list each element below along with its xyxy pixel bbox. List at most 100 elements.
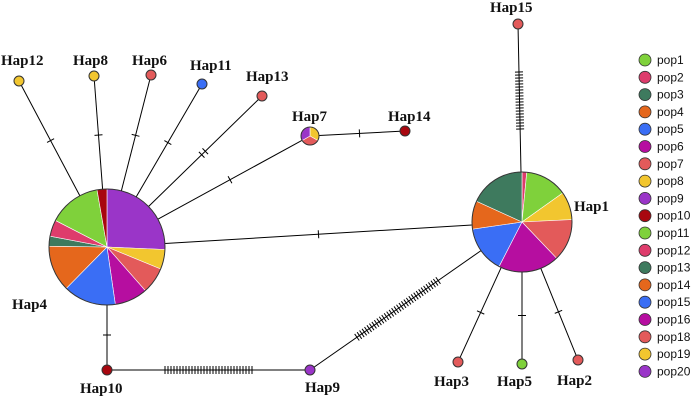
pie-slice-pop9 — [106, 188, 166, 250]
node-border — [48, 188, 166, 306]
mutation-tick — [554, 309, 563, 314]
mutation-tick — [418, 288, 424, 297]
mutation-tick — [131, 133, 140, 137]
hap4-label: Hap4 — [12, 297, 48, 313]
legend-label: pop12 — [657, 243, 691, 257]
mutation-tick — [198, 151, 205, 158]
legend-swatch — [638, 70, 652, 84]
legend-label: pop16 — [657, 313, 691, 327]
mutation-tick — [202, 148, 209, 155]
legend-item-pop8: pop8 — [638, 174, 684, 188]
edge-hap9-hap1 — [313, 250, 482, 368]
mutation-tick — [376, 318, 382, 326]
mutation-tick — [432, 278, 439, 286]
node-border — [471, 171, 573, 273]
node-hap7 — [300, 126, 320, 146]
mutation-tick — [361, 328, 368, 336]
node-hap10 — [101, 364, 113, 376]
mutation-tick — [366, 325, 372, 333]
legend-label: pop5 — [657, 122, 684, 136]
mutation-tick — [388, 309, 395, 317]
hap9-label: Hap9 — [305, 380, 340, 396]
pie-slice-pop7 — [572, 354, 584, 366]
mutation-tick — [403, 299, 409, 307]
legend-label: pop10 — [657, 209, 691, 223]
legend-item-pop18: pop18 — [638, 330, 691, 344]
mutation-tick — [373, 319, 380, 328]
legend-label: pop6 — [657, 140, 684, 154]
mutation-tick — [94, 134, 103, 136]
legend-swatch — [638, 122, 652, 136]
mutation-tick — [391, 307, 397, 316]
mutation-tick — [413, 292, 419, 300]
mutation-tick — [405, 297, 412, 305]
pie-slice-pop8 — [88, 70, 100, 82]
legend-item-pop3: pop3 — [638, 88, 684, 102]
pie-slice-pop7 — [256, 90, 268, 102]
legend-label: pop9 — [657, 191, 684, 205]
hap10-label: Hap10 — [80, 381, 123, 397]
hap12-label: Hap12 — [1, 53, 44, 69]
edge-hap4-hap13 — [148, 99, 259, 207]
mutation-tick — [423, 285, 429, 293]
pie-slice-pop9 — [304, 364, 316, 376]
legend-label: pop1 — [657, 53, 684, 67]
mutation-tick — [420, 287, 427, 295]
hap15-label: Hap15 — [490, 0, 533, 16]
legend-swatch — [638, 364, 652, 378]
legend-item-pop15: pop15 — [638, 295, 691, 309]
mutation-tick — [398, 302, 404, 310]
mutation-tick — [369, 323, 375, 331]
legend-swatch — [638, 330, 652, 344]
hap2-label: Hap2 — [557, 373, 592, 389]
legend-swatch — [638, 295, 652, 309]
legend-swatch — [638, 261, 652, 275]
mutation-tick — [364, 326, 370, 334]
edge-hap1-hap15 — [517, 28, 522, 173]
node-hap11 — [196, 78, 208, 90]
legend-item-pop12: pop12 — [638, 243, 691, 257]
pie-slice-pop10 — [101, 364, 113, 376]
legend-label: pop11 — [657, 226, 690, 240]
legend-item-pop9: pop9 — [638, 191, 684, 205]
pie-slice-pop8 — [13, 75, 25, 87]
mutation-tick — [227, 175, 233, 184]
node-hap2 — [572, 354, 584, 366]
mutation-tick — [354, 333, 360, 341]
legend-swatch — [638, 243, 652, 257]
mutation-tick — [46, 138, 55, 143]
node-border — [300, 126, 320, 146]
pie-slice-pop7 — [512, 18, 524, 30]
legend-label: pop8 — [657, 174, 684, 188]
mutation-tick — [356, 331, 363, 340]
pie-slice-pop5 — [196, 78, 208, 90]
hap1-label: Hap1 — [574, 199, 609, 215]
legend-swatch — [638, 313, 652, 326]
mutation-tick — [396, 304, 402, 312]
legend-item-pop7: pop7 — [638, 157, 684, 171]
legend-label: pop20 — [657, 364, 691, 378]
hap6-label: Hap6 — [132, 53, 168, 69]
legend-swatch — [638, 88, 652, 101]
node-hap14 — [399, 125, 411, 137]
node-hap13 — [256, 90, 268, 102]
legend-label: pop18 — [657, 330, 691, 344]
node-hap4 — [48, 188, 166, 306]
mutation-tick — [164, 140, 172, 146]
legend-label: pop19 — [657, 347, 691, 361]
legend-swatch — [638, 157, 652, 171]
legend-item-pop13: pop13 — [638, 261, 691, 275]
legend-swatch — [638, 53, 652, 67]
pie-slice-pop7 — [145, 69, 157, 81]
mutation-tick — [425, 283, 431, 291]
legend-item-pop5: pop5 — [638, 122, 684, 136]
legend-item-pop14: pop14 — [638, 278, 691, 292]
mutation-tick — [359, 330, 365, 338]
hap13-label: Hap13 — [246, 69, 289, 85]
legend-swatch — [638, 347, 652, 361]
legend-item-pop20: pop20 — [638, 364, 691, 378]
legend-label: pop14 — [657, 278, 691, 292]
node-hap15 — [512, 18, 524, 30]
node-hap5 — [516, 358, 528, 370]
hap8-label: Hap8 — [73, 53, 108, 69]
